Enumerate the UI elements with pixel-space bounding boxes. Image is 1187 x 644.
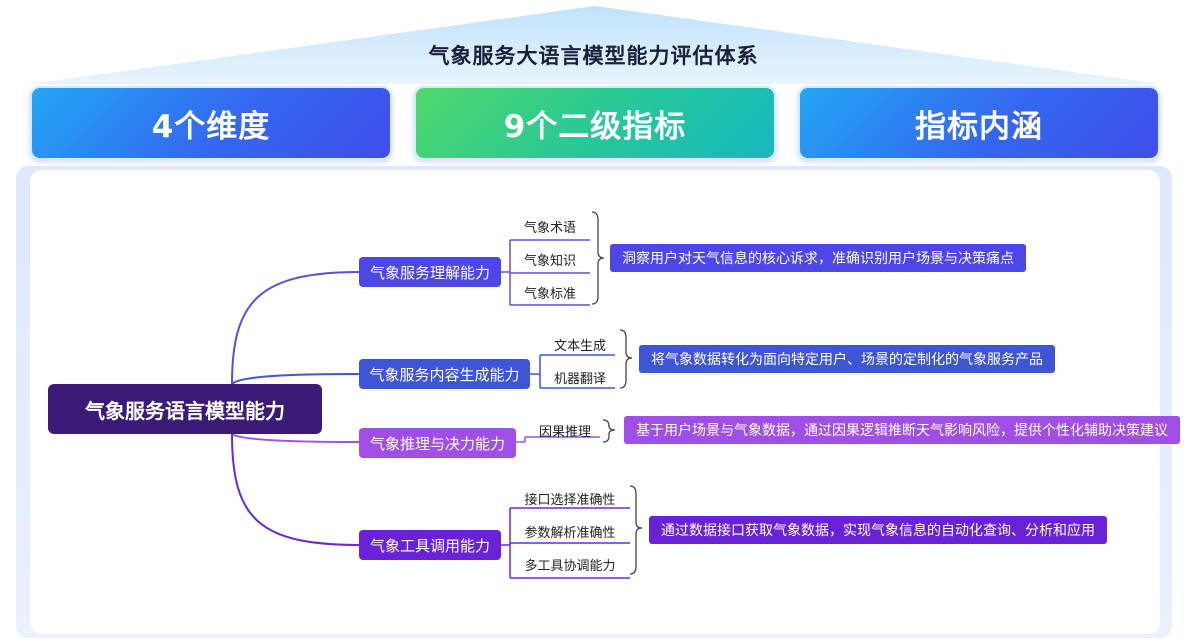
- branch-line-1: [231, 271, 361, 385]
- indicator-standards: 气象标准: [523, 287, 576, 302]
- header-meaning: 指标内涵: [798, 86, 1160, 160]
- page-title: 气象服务大语言模型能力评估体系: [428, 44, 759, 68]
- description-understanding: 洞察用户对天气信息的核心诉求，准确识别用户场景与决策痛点: [610, 244, 1026, 272]
- brace-1: [591, 211, 605, 305]
- indicator-knowledge: 气象知识: [523, 254, 576, 269]
- dimension-reasoning: 气象推理与决力能力: [359, 428, 516, 458]
- root-node: 气象服务语言模型能力: [48, 384, 322, 434]
- roof-banner: [30, 6, 1160, 84]
- branch-line-4: [231, 433, 361, 546]
- indicator-terms: 气象术语: [523, 221, 576, 236]
- brace-4: [629, 485, 643, 575]
- brace-2: [619, 329, 633, 389]
- branch-line-2: [231, 373, 361, 385]
- description-reasoning: 基于用户场景与气象数据，通过因果逻辑推断天气影响风险，提供个性化辅助决策建议: [624, 416, 1180, 444]
- indicator-multi-tool: 多工具协调能力: [524, 559, 616, 574]
- indicator-api-select: 接口选择准确性: [524, 493, 616, 508]
- header-dimensions: 4个维度: [30, 86, 392, 160]
- dimension-understanding: 气象服务理解能力: [359, 257, 501, 287]
- dimension-tool-use: 气象工具调用能力: [359, 530, 501, 560]
- description-tool-use: 通过数据接口获取气象数据，实现气象信息的自动化查询、分析和应用: [649, 516, 1107, 544]
- indicator-causal: 因果推理: [538, 425, 591, 440]
- indicator-param-parse: 参数解析准确性: [524, 526, 616, 541]
- indicator-text-gen: 文本生成: [553, 339, 606, 354]
- dimension-generation: 气象服务内容生成能力: [359, 359, 530, 389]
- indicator-translation: 机器翻译: [553, 372, 606, 387]
- brace-3: [602, 419, 616, 443]
- branch-line-3: [231, 433, 361, 443]
- header-indicators: 9个二级指标: [414, 86, 776, 160]
- description-generation: 将气象数据转化为面向特定用户、场景的定制化的气象服务产品: [639, 345, 1055, 373]
